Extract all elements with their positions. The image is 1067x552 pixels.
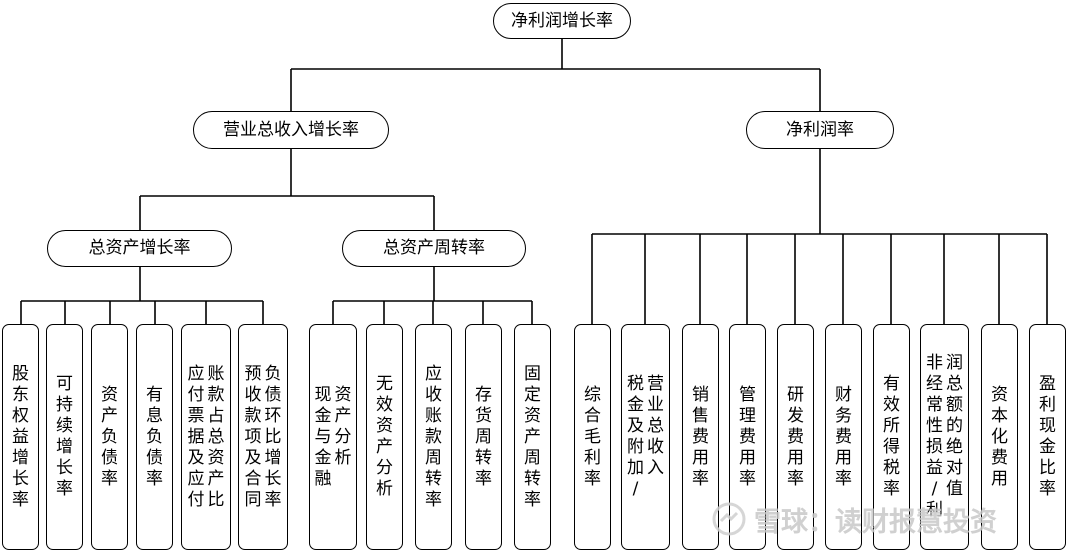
margin-leaf-label: 管理费用率 xyxy=(739,384,756,489)
margin-leaf-5: 研发费用率 xyxy=(777,324,814,550)
turnover-leaf-4: 存货周转率 xyxy=(465,324,502,550)
asset-growth-leaf-5: 应付票据及应付账款占总资产比 xyxy=(181,324,231,550)
margin-leaf-label: 盈利现金比率 xyxy=(1039,374,1056,499)
root-node: 净利润增长率 xyxy=(493,3,631,39)
revenue-growth-label: 营业总收入增长率 xyxy=(223,119,359,140)
turnover-leaf-label: 无效资产分析 xyxy=(376,374,393,499)
margin-leaf-label: 研发费用率 xyxy=(787,384,804,489)
asset-turnover-label: 总资产周转率 xyxy=(383,238,485,258)
margin-leaf-label: 销售费用率 xyxy=(692,384,709,489)
margin-leaf-label: 资本化费用 xyxy=(991,384,1008,489)
margin-leaf-8: 非经常性损益/利润总额的绝对值 xyxy=(920,324,969,550)
snowball-logo-icon xyxy=(712,502,746,536)
asset-growth-leaf-label: 预收款项及合同负债环比增长率 xyxy=(244,363,282,510)
watermark: 雪球：读财报慧投资 xyxy=(712,499,1042,539)
margin-leaf-10: 盈利现金比率 xyxy=(1029,324,1066,550)
revenue-growth-node: 营业总收入增长率 xyxy=(193,111,389,149)
margin-leaf-7: 有效所得税率 xyxy=(873,324,910,550)
asset-turnover-node: 总资产周转率 xyxy=(342,230,526,267)
asset-growth-leaf-label: 应付票据及应付账款占总资产比 xyxy=(187,363,225,510)
turnover-leaf-1: 现金与金融资产分析 xyxy=(309,324,357,550)
root-label: 净利润增长率 xyxy=(511,10,613,31)
margin-leaf-1: 综合毛利率 xyxy=(574,324,611,550)
margin-leaf-label: 综合毛利率 xyxy=(584,384,601,489)
margin-leaf-3: 销售费用率 xyxy=(682,324,719,550)
asset-growth-leaf-2: 可持续增长率 xyxy=(46,324,83,550)
asset-growth-leaf-label: 可持续增长率 xyxy=(56,374,73,499)
asset-growth-node: 总资产增长率 xyxy=(47,230,232,267)
asset-growth-leaf-label: 资产负债率 xyxy=(101,384,118,489)
asset-growth-leaf-1: 股东权益增长率 xyxy=(2,324,39,550)
watermark-text: 雪球：读财报慧投资 xyxy=(754,506,997,538)
margin-leaf-6: 财务费用率 xyxy=(825,324,862,550)
turnover-leaf-2: 无效资产分析 xyxy=(366,324,403,550)
turnover-leaf-label: 应收账款周转率 xyxy=(425,363,442,510)
turnover-leaf-5: 固定资产周转率 xyxy=(514,324,551,550)
net-margin-node: 净利润率 xyxy=(746,111,894,149)
margin-leaf-4: 管理费用率 xyxy=(729,324,766,550)
asset-growth-leaf-3: 资产负债率 xyxy=(91,324,128,550)
turnover-leaf-label: 现金与金融资产分析 xyxy=(314,384,352,489)
asset-growth-leaf-6: 预收款项及合同负债环比增长率 xyxy=(238,324,288,550)
asset-growth-leaf-label: 股东权益增长率 xyxy=(12,363,29,510)
margin-leaf-9: 资本化费用 xyxy=(981,324,1018,550)
margin-leaf-label: 有效所得税率 xyxy=(883,374,900,499)
asset-growth-leaf-label: 有息负债率 xyxy=(146,384,163,489)
turnover-leaf-label: 固定资产周转率 xyxy=(524,363,541,510)
asset-growth-label: 总资产增长率 xyxy=(88,238,191,258)
margin-leaf-label: 非经常性损益/利润总额的绝对值 xyxy=(926,353,963,520)
asset-growth-leaf-4: 有息负债率 xyxy=(136,324,173,550)
turnover-leaf-3: 应收账款周转率 xyxy=(415,324,452,550)
turnover-leaf-label: 存货周转率 xyxy=(475,384,492,489)
margin-leaf-label: 税金及附加/营业总收入 xyxy=(627,374,664,499)
margin-leaf-2: 税金及附加/营业总收入 xyxy=(621,324,670,550)
net-margin-label: 净利润率 xyxy=(786,119,854,140)
margin-leaf-label: 财务费用率 xyxy=(835,384,852,489)
